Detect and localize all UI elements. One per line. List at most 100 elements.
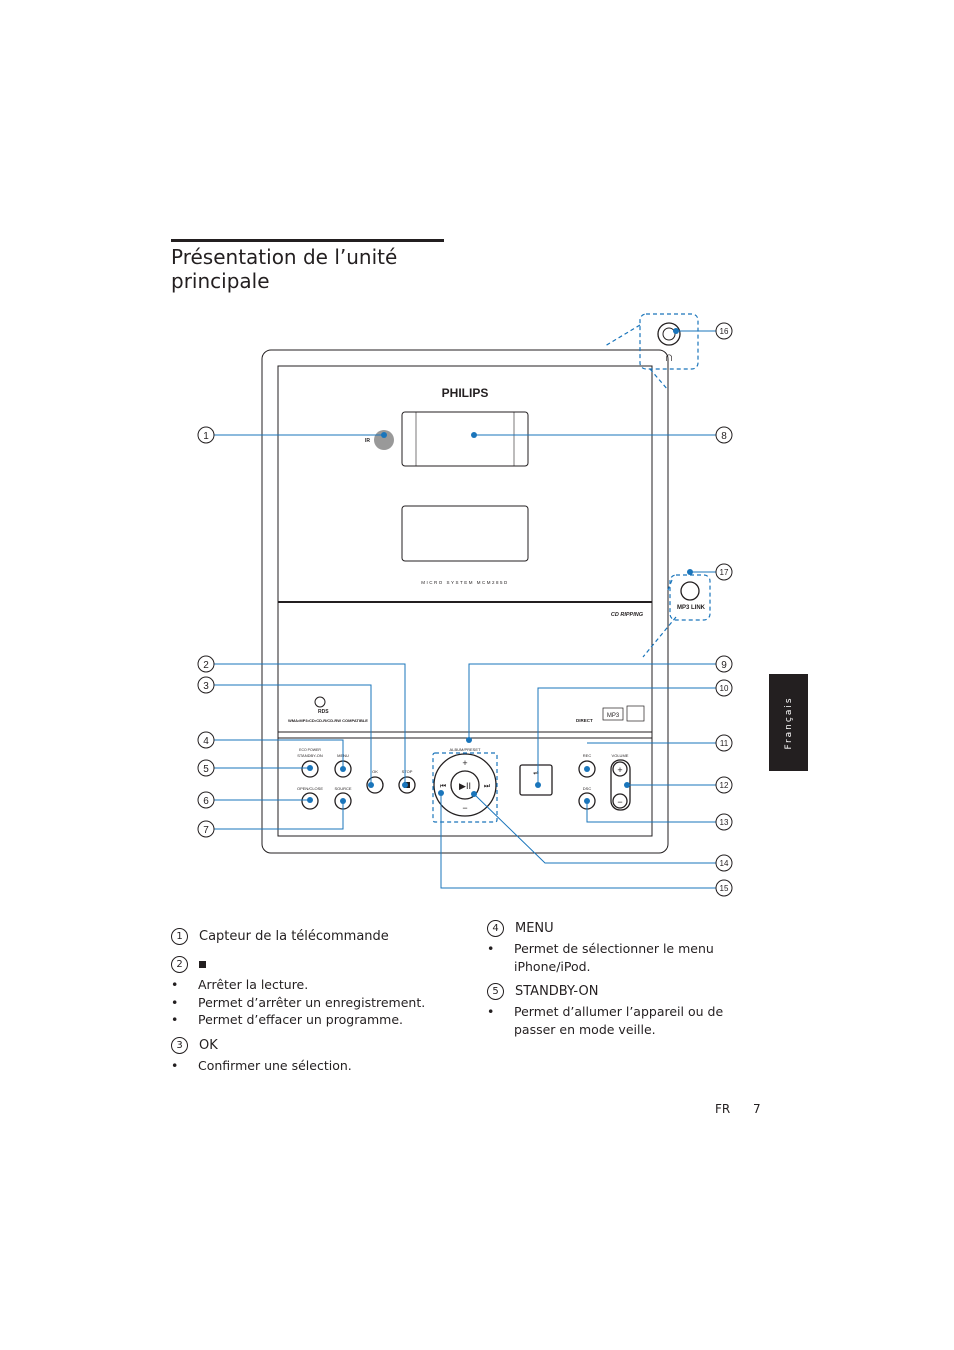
leader-7	[214, 801, 344, 830]
album-preset-label: ALBUM/PRESET	[450, 747, 481, 752]
callout-15: 15	[720, 884, 729, 893]
callout-11: 11	[720, 739, 729, 748]
callout-4-circle	[197, 731, 215, 749]
left-column: 1 Capteur de la télécommande 2 Arrêter l…	[171, 928, 461, 1074]
item-3-bullet-1: Confirmer une sélection.	[171, 1057, 461, 1075]
callout-14: 14	[720, 859, 729, 868]
item-1-label: Capteur de la télécommande	[199, 929, 389, 944]
leader-9	[468, 663, 716, 740]
callout-13: 13	[720, 818, 729, 827]
callout-16-circle	[715, 322, 733, 340]
nav-wheel[interactable]	[433, 753, 497, 817]
callout-10: 10	[720, 684, 729, 693]
title-line-2: principale	[171, 269, 270, 293]
item-4-bullets: Permet de sélectionner le menu iPhone/iP…	[487, 940, 747, 975]
callout-2: 2	[203, 660, 209, 671]
title-rule	[171, 239, 444, 242]
callout-17: 17	[720, 568, 729, 577]
callout-7: 7	[203, 825, 209, 836]
leader-10	[537, 687, 716, 785]
rec-button[interactable]	[578, 760, 596, 778]
item-3-number: 3	[171, 1036, 188, 1054]
callout-15-circle	[715, 879, 733, 897]
right-column: 4 MENU Permet de sélectionner le menu iP…	[487, 920, 747, 1038]
callout-9: 9	[721, 660, 727, 671]
item-5: 5 STANDBY-ON	[487, 983, 747, 1001]
dock-inner	[415, 411, 515, 467]
item-5-number: 5	[487, 983, 504, 1000]
disc-logo	[314, 696, 326, 708]
language-tab: Français	[769, 674, 808, 771]
item-2: 2	[171, 956, 461, 974]
dsc-label: DSC	[583, 786, 592, 791]
item-4-number: 4	[487, 920, 504, 937]
usb-port[interactable]	[519, 764, 553, 796]
leader-4	[214, 739, 344, 769]
volume-up-button[interactable]	[612, 761, 628, 777]
source-label: SOURCE	[334, 786, 351, 791]
dot-2	[402, 782, 408, 788]
callout-3: 3	[203, 681, 209, 692]
ok-button[interactable]	[366, 776, 384, 794]
headphone-zoom-line-2	[649, 368, 669, 391]
rds-logo: RDS	[318, 709, 329, 715]
ir-label: IR	[365, 438, 370, 444]
callout-16: 16	[720, 327, 729, 336]
standby-button[interactable]	[301, 760, 319, 778]
leader-13	[586, 801, 716, 823]
cd-ripping-label: CD RIPPING	[611, 612, 644, 618]
display-window	[401, 505, 529, 562]
dot-16	[673, 328, 679, 334]
item-1: 1 Capteur de la télécommande	[171, 928, 461, 946]
callout-5: 5	[203, 764, 209, 775]
footer-lang: FR	[715, 1102, 731, 1116]
made-for-ipod-logo	[626, 705, 645, 722]
dot-6	[307, 797, 313, 803]
mp3-link-label: MP3 LINK	[677, 605, 706, 611]
stop-icon	[199, 961, 206, 968]
volume-down-button[interactable]	[612, 793, 628, 809]
headphone-dashed-box	[639, 313, 699, 370]
item-2-bullet-3: Permet d’effacer un programme.	[171, 1011, 461, 1029]
callout-5-circle	[197, 759, 215, 777]
callout-2-circle	[197, 655, 215, 673]
stop-button[interactable]	[398, 776, 416, 794]
dot-17	[687, 569, 693, 575]
callout-1-circle	[197, 426, 215, 444]
album-up-icon: +	[462, 758, 467, 768]
item-2-number: 2	[171, 956, 188, 973]
mp3-link-jack[interactable]	[680, 581, 700, 601]
dot-3	[368, 782, 374, 788]
volume-plus-icon: +	[617, 765, 622, 775]
item-3-label: OK	[199, 1037, 218, 1053]
usb-icon: ⇌	[533, 770, 539, 777]
model-label: MICRO SYSTEM MCM285D	[421, 580, 509, 585]
callout-13-circle	[715, 813, 733, 831]
play-pause-button[interactable]	[450, 770, 480, 800]
callout-12-circle	[715, 776, 733, 794]
dot-11	[584, 766, 590, 772]
callout-3-circle	[197, 676, 215, 694]
callout-10-circle	[715, 679, 733, 697]
title-line-1: Présentation de l’unité	[171, 245, 398, 269]
item-2-bullets: Arrêter la lecture. Permet d’arrêter un …	[171, 976, 461, 1029]
unit-outline	[261, 349, 669, 854]
callout-14-circle	[715, 854, 733, 872]
callout-8: 8	[721, 431, 727, 442]
callout-11-circle	[715, 734, 733, 752]
callout-17-circle	[715, 563, 733, 581]
dot-10	[535, 782, 541, 788]
item-3-bullets: Confirmer une sélection.	[171, 1057, 461, 1075]
item-5-bullet-1: Permet d’allumer l’appareil ou de passer…	[487, 1003, 747, 1038]
mp3link-zoom-line-1	[642, 616, 677, 658]
dot-5	[307, 765, 313, 771]
open-close-button[interactable]	[301, 792, 319, 810]
compat-label: WMA•MP3•CD•CD-R/CD-RW COMPATIBLE	[288, 718, 368, 723]
item-1-number: 1	[171, 928, 188, 945]
headphone-jack[interactable]	[657, 322, 681, 346]
callout-9-circle	[715, 655, 733, 673]
page-title: Présentation de l’unité principale	[171, 245, 471, 293]
mp3-logo: MP3	[607, 713, 620, 719]
dot-14	[471, 791, 477, 797]
